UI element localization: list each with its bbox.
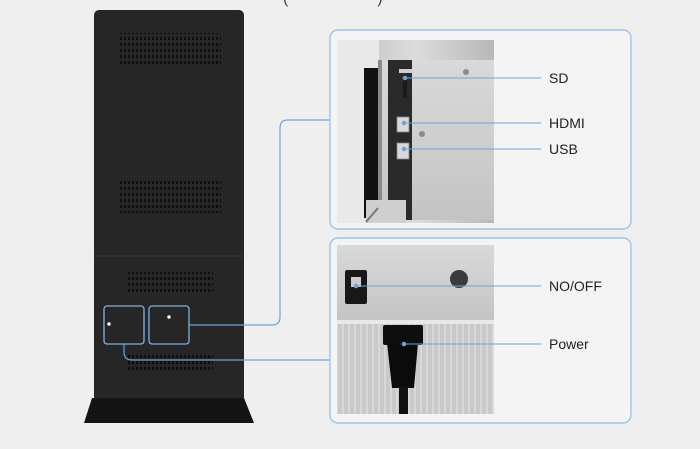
connector-power-panel [123, 344, 330, 361]
kiosk-callout-dot-power [107, 322, 111, 326]
connector-io-panel [189, 119, 330, 326]
callout-label-usb: USB [549, 141, 578, 157]
callout-label-hdmi: HDMI [549, 115, 585, 131]
power-photo-ledge [337, 320, 494, 324]
io-ports-photo [337, 40, 494, 223]
vent-grille-bottom [126, 354, 213, 372]
kiosk-illustration [84, 10, 254, 423]
power-photo-cable [399, 387, 408, 414]
io-photo-bracket-line [365, 207, 379, 223]
power-panel-photo [337, 245, 494, 414]
kiosk-stand [84, 398, 254, 423]
kiosk-connectors [123, 119, 330, 361]
power-photo-hole [450, 270, 468, 288]
io-photo-sd-cavity [403, 76, 407, 98]
vent-grille-lower [126, 272, 213, 292]
kiosk-callout-dot-io [167, 315, 171, 319]
io-photo-port-strip [388, 60, 412, 220]
io-photo-screw-top [463, 69, 469, 75]
power-photo-socket [383, 325, 423, 345]
power-photo-switch-rocker [351, 277, 361, 287]
callout-label-sd: SD [549, 70, 569, 86]
power-photo-plug [387, 343, 418, 388]
leader-sd-dot [402, 75, 408, 81]
leader-power-dot [401, 341, 407, 347]
io-photo-plate-edge [378, 60, 382, 220]
io-photo-screw-mid [419, 131, 425, 137]
callout-leaders [353, 75, 541, 347]
callout-label-on-off: NO/OFF [549, 278, 602, 294]
leader-hdmi-dot [401, 120, 407, 126]
vent-grille-top [119, 33, 221, 67]
leader-usb-dot [401, 146, 407, 152]
leader-on-off-dot [353, 283, 359, 289]
io-photo-bracket [366, 200, 406, 223]
io-photo-sd-slot [399, 69, 413, 73]
io-photo-slot-shadow [364, 68, 380, 218]
heading-fragment: ( ) [283, 0, 383, 8]
callout-label-power: Power [549, 336, 589, 352]
vent-grille-middle [119, 181, 221, 213]
